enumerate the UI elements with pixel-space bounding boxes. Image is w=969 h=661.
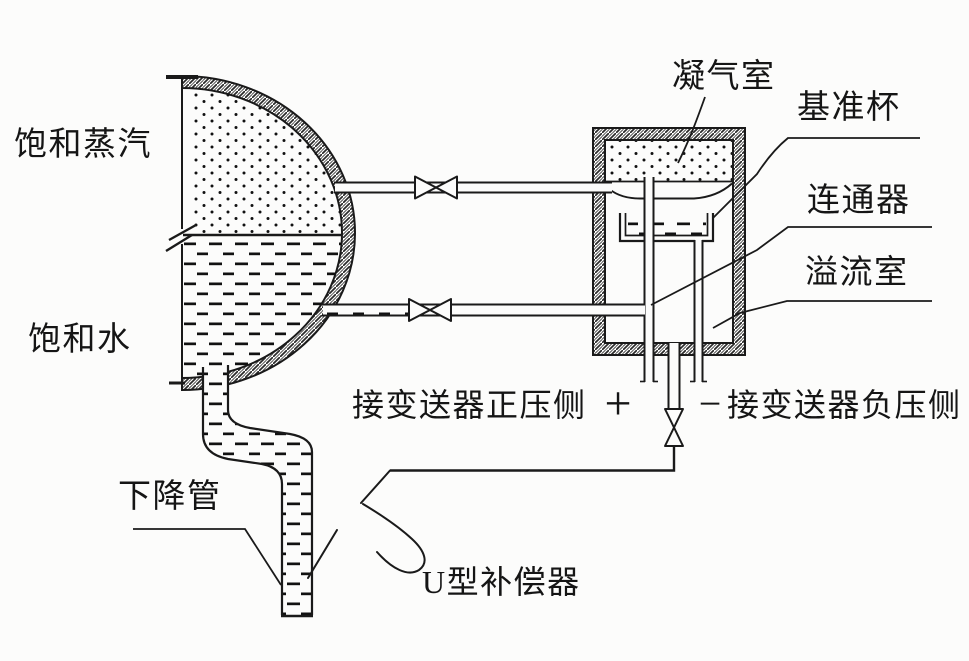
drum-left-edge	[166, 75, 198, 385]
leader-connector-tube	[650, 226, 932, 306]
downcomer-pipe	[201, 365, 314, 618]
steam-drum	[165, 74, 356, 394]
label-transmitter-negative: 接变送器负压侧	[727, 387, 962, 423]
cup-outlet-tube	[690, 239, 707, 383]
label-connector-tube: 连通器	[807, 182, 911, 219]
water-valve-icon	[408, 298, 452, 322]
leader-downcomer	[133, 528, 282, 586]
balance-vessel-box	[592, 127, 746, 356]
overflow-drain-pipe	[667, 343, 681, 409]
minus-sign: −	[699, 381, 722, 426]
label-condensing-chamber: 凝气室	[672, 58, 776, 95]
leader-overflow-chamber	[712, 300, 932, 329]
steam-valve-icon	[414, 175, 458, 200]
condensate-steam-dots	[606, 141, 732, 181]
steam-impulse-pipe	[334, 181, 612, 194]
label-u-compensator: U型补偿器	[422, 564, 581, 600]
water-impulse-pipe	[322, 303, 645, 317]
label-downcomer: 下降管	[118, 478, 222, 515]
condensate-meniscus	[605, 182, 733, 200]
connector-tube	[640, 177, 658, 383]
plus-sign: +	[604, 377, 631, 430]
label-transmitter-positive: 接变送器正压侧	[352, 387, 587, 423]
label-saturated-water: 饱和水	[28, 321, 132, 358]
label-overflow-chamber: 溢流室	[805, 254, 909, 291]
leader-condensing-chamber	[677, 96, 706, 164]
drum-steam-dots	[191, 93, 342, 233]
reference-cup	[618, 213, 715, 243]
label-saturated-steam: 饱和蒸汽	[14, 126, 152, 163]
break-mark-icon	[165, 223, 197, 253]
drain-valve-icon	[664, 408, 684, 447]
drain-line-to-compensator	[390, 446, 676, 472]
label-reference-cup: 基准杯	[797, 89, 901, 126]
u-compensator-loop	[307, 469, 426, 579]
leader-lines	[133, 96, 932, 586]
leader-reference-cup	[712, 137, 920, 219]
